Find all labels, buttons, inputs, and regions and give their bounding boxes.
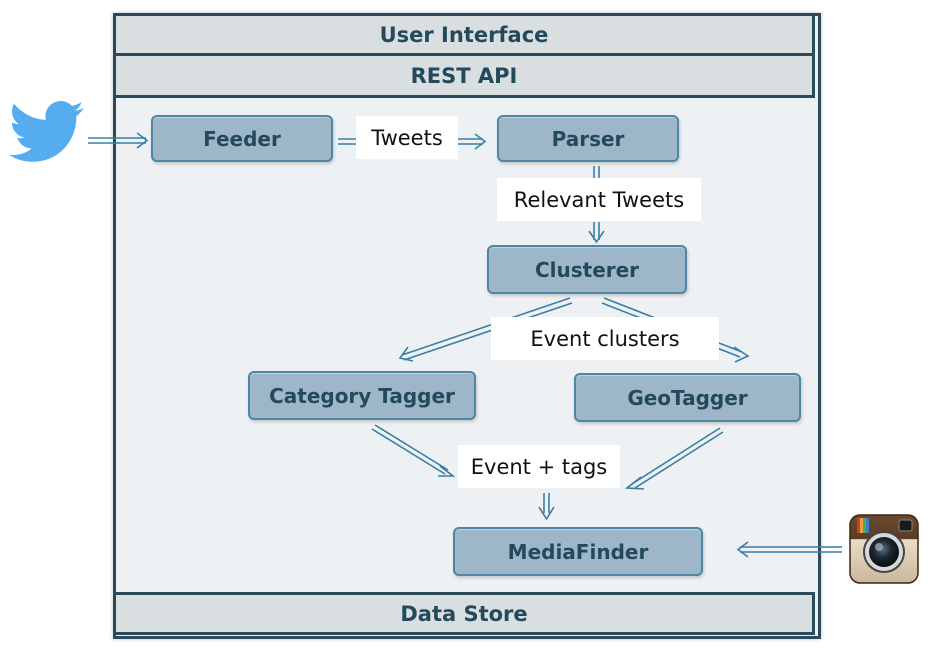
layer-user-interface: User Interface	[113, 13, 815, 56]
arrow-geotagger-to-mediafinder	[624, 427, 724, 490]
relevant-tweets-label: Relevant Tweets	[497, 178, 701, 221]
twitter-bird-icon	[9, 101, 84, 162]
tweets-label: Tweets	[356, 116, 458, 159]
arrow-feeder-to-parser	[338, 133, 487, 150]
relevant-tweets-text: Relevant Tweets	[513, 187, 685, 212]
arrow-twitter-to-feeder	[88, 132, 149, 149]
layer-user-interface-label: User Interface	[379, 22, 549, 47]
parser-label: Parser	[551, 126, 625, 151]
category-tagger-label: Category Tagger	[269, 383, 455, 408]
parser-box: Parser	[497, 115, 679, 162]
mediafinder-label: MediaFinder	[507, 539, 649, 564]
layer-rest-api: REST API	[113, 53, 815, 98]
clusterer-label: Clusterer	[534, 257, 640, 282]
feeder-label: Feeder	[203, 126, 281, 151]
layer-data-store-label: Data Store	[400, 601, 528, 626]
arrow-parser-to-clusterer	[588, 166, 605, 244]
event-tags-text: Event + tags	[470, 454, 608, 479]
event-tags-label: Event + tags	[458, 445, 620, 488]
feeder-box: Feeder	[151, 115, 333, 162]
mediafinder-box: MediaFinder	[453, 527, 703, 576]
layer-rest-api-label: REST API	[410, 63, 518, 88]
layer-data-store: Data Store	[113, 592, 815, 635]
tweets-text: Tweets	[371, 125, 443, 150]
category-tagger-box: Category Tagger	[248, 371, 476, 420]
arrow-instagram-to-mediafinder	[736, 541, 842, 558]
event-clusters-label: Event clusters	[491, 317, 719, 360]
instagram-camera-icon	[849, 514, 919, 584]
event-clusters-text: Event clusters	[530, 326, 680, 351]
geotagger-box: GeoTagger	[574, 373, 801, 422]
geotagger-label: GeoTagger	[627, 385, 748, 410]
arrow-category-tagger-to-mediafinder	[371, 424, 456, 477]
arrow-events-to-mediafinder	[538, 493, 555, 521]
arrow-clusterer-to-category-tagger	[398, 297, 573, 362]
clusterer-box: Clusterer	[487, 245, 687, 294]
